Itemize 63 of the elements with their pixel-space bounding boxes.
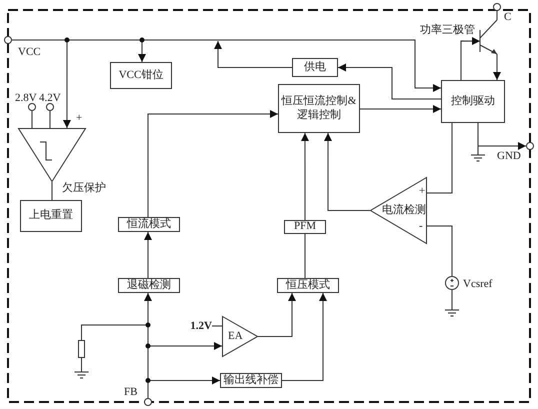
block-label: EA: [228, 330, 243, 342]
polarity-sign: +: [76, 113, 82, 124]
connector-line: [304, 234, 306, 278]
block-box: [292, 58, 338, 77]
block-label: VCC钳位: [118, 68, 164, 82]
pin-label: 欠压保护: [62, 183, 106, 194]
terminal-pin: [4, 36, 12, 44]
block-label: 恒压模式: [286, 278, 330, 292]
arrow: [300, 132, 309, 220]
arrow: [144, 232, 152, 278]
block-box: [20, 200, 82, 232]
arrow: [324, 132, 370, 211]
polarity-sign: +: [419, 186, 426, 197]
block-box: [278, 84, 360, 133]
block-box: [277, 278, 339, 293]
arrow: [258, 292, 296, 337]
block-box: [118, 217, 180, 232]
block-label: PFM: [294, 220, 316, 234]
block-label: 恒流模式: [127, 218, 171, 232]
arrow: [148, 110, 278, 218]
block-label: 电流检测: [382, 204, 426, 216]
comparator-symbol: [18, 128, 86, 182]
arrow: [360, 104, 442, 113]
pin-label: 4.2V: [39, 93, 61, 104]
connector-line: [426, 122, 452, 194]
block-box: [220, 373, 282, 388]
block-label: 供电: [304, 60, 326, 74]
arrow: [214, 40, 292, 68]
resistor-symbol: [78, 340, 85, 358]
block-label: 输出线补偿: [224, 374, 278, 388]
pin-label: Vcsref: [463, 279, 492, 290]
block-label: 退磁检测: [127, 278, 171, 292]
connector-line: [426, 225, 452, 276]
reference-voltage-label: 1.2V: [182, 319, 212, 333]
arrow: [338, 64, 442, 100]
terminal-pin: [493, 3, 501, 11]
block-label: 恒压恒流控制&逻辑控制: [280, 94, 358, 122]
terminal-pin: [46, 103, 54, 111]
pin-label: 2.8V: [15, 93, 37, 104]
block-label: 上电重置: [29, 209, 73, 223]
terminal-pin: [526, 142, 534, 150]
block-box: [110, 62, 172, 89]
pin-label: C: [504, 12, 512, 23]
block-label: 控制驱动: [451, 94, 495, 108]
voltage-source-symbol: [445, 276, 459, 290]
arrow: [478, 122, 526, 150]
arrow: [460, 37, 480, 80]
polarity-sign: -: [419, 221, 423, 232]
terminal-pin: [28, 103, 36, 111]
arrow: [282, 292, 327, 381]
connector-line: [49, 110, 50, 128]
pin-label: 功率三极管: [420, 25, 475, 36]
block-box: [284, 220, 326, 234]
pin-label: GND: [497, 151, 521, 162]
arrow: [493, 54, 501, 80]
terminal-pin: [144, 398, 152, 406]
connector-line: [496, 10, 498, 20]
comparator-symbol: [370, 177, 427, 244]
pin-label: FB: [124, 387, 138, 398]
block-box: [118, 278, 180, 293]
amplifier-symbol: [222, 316, 258, 357]
block-box: [441, 80, 505, 123]
pin-label: VCC: [18, 47, 41, 58]
